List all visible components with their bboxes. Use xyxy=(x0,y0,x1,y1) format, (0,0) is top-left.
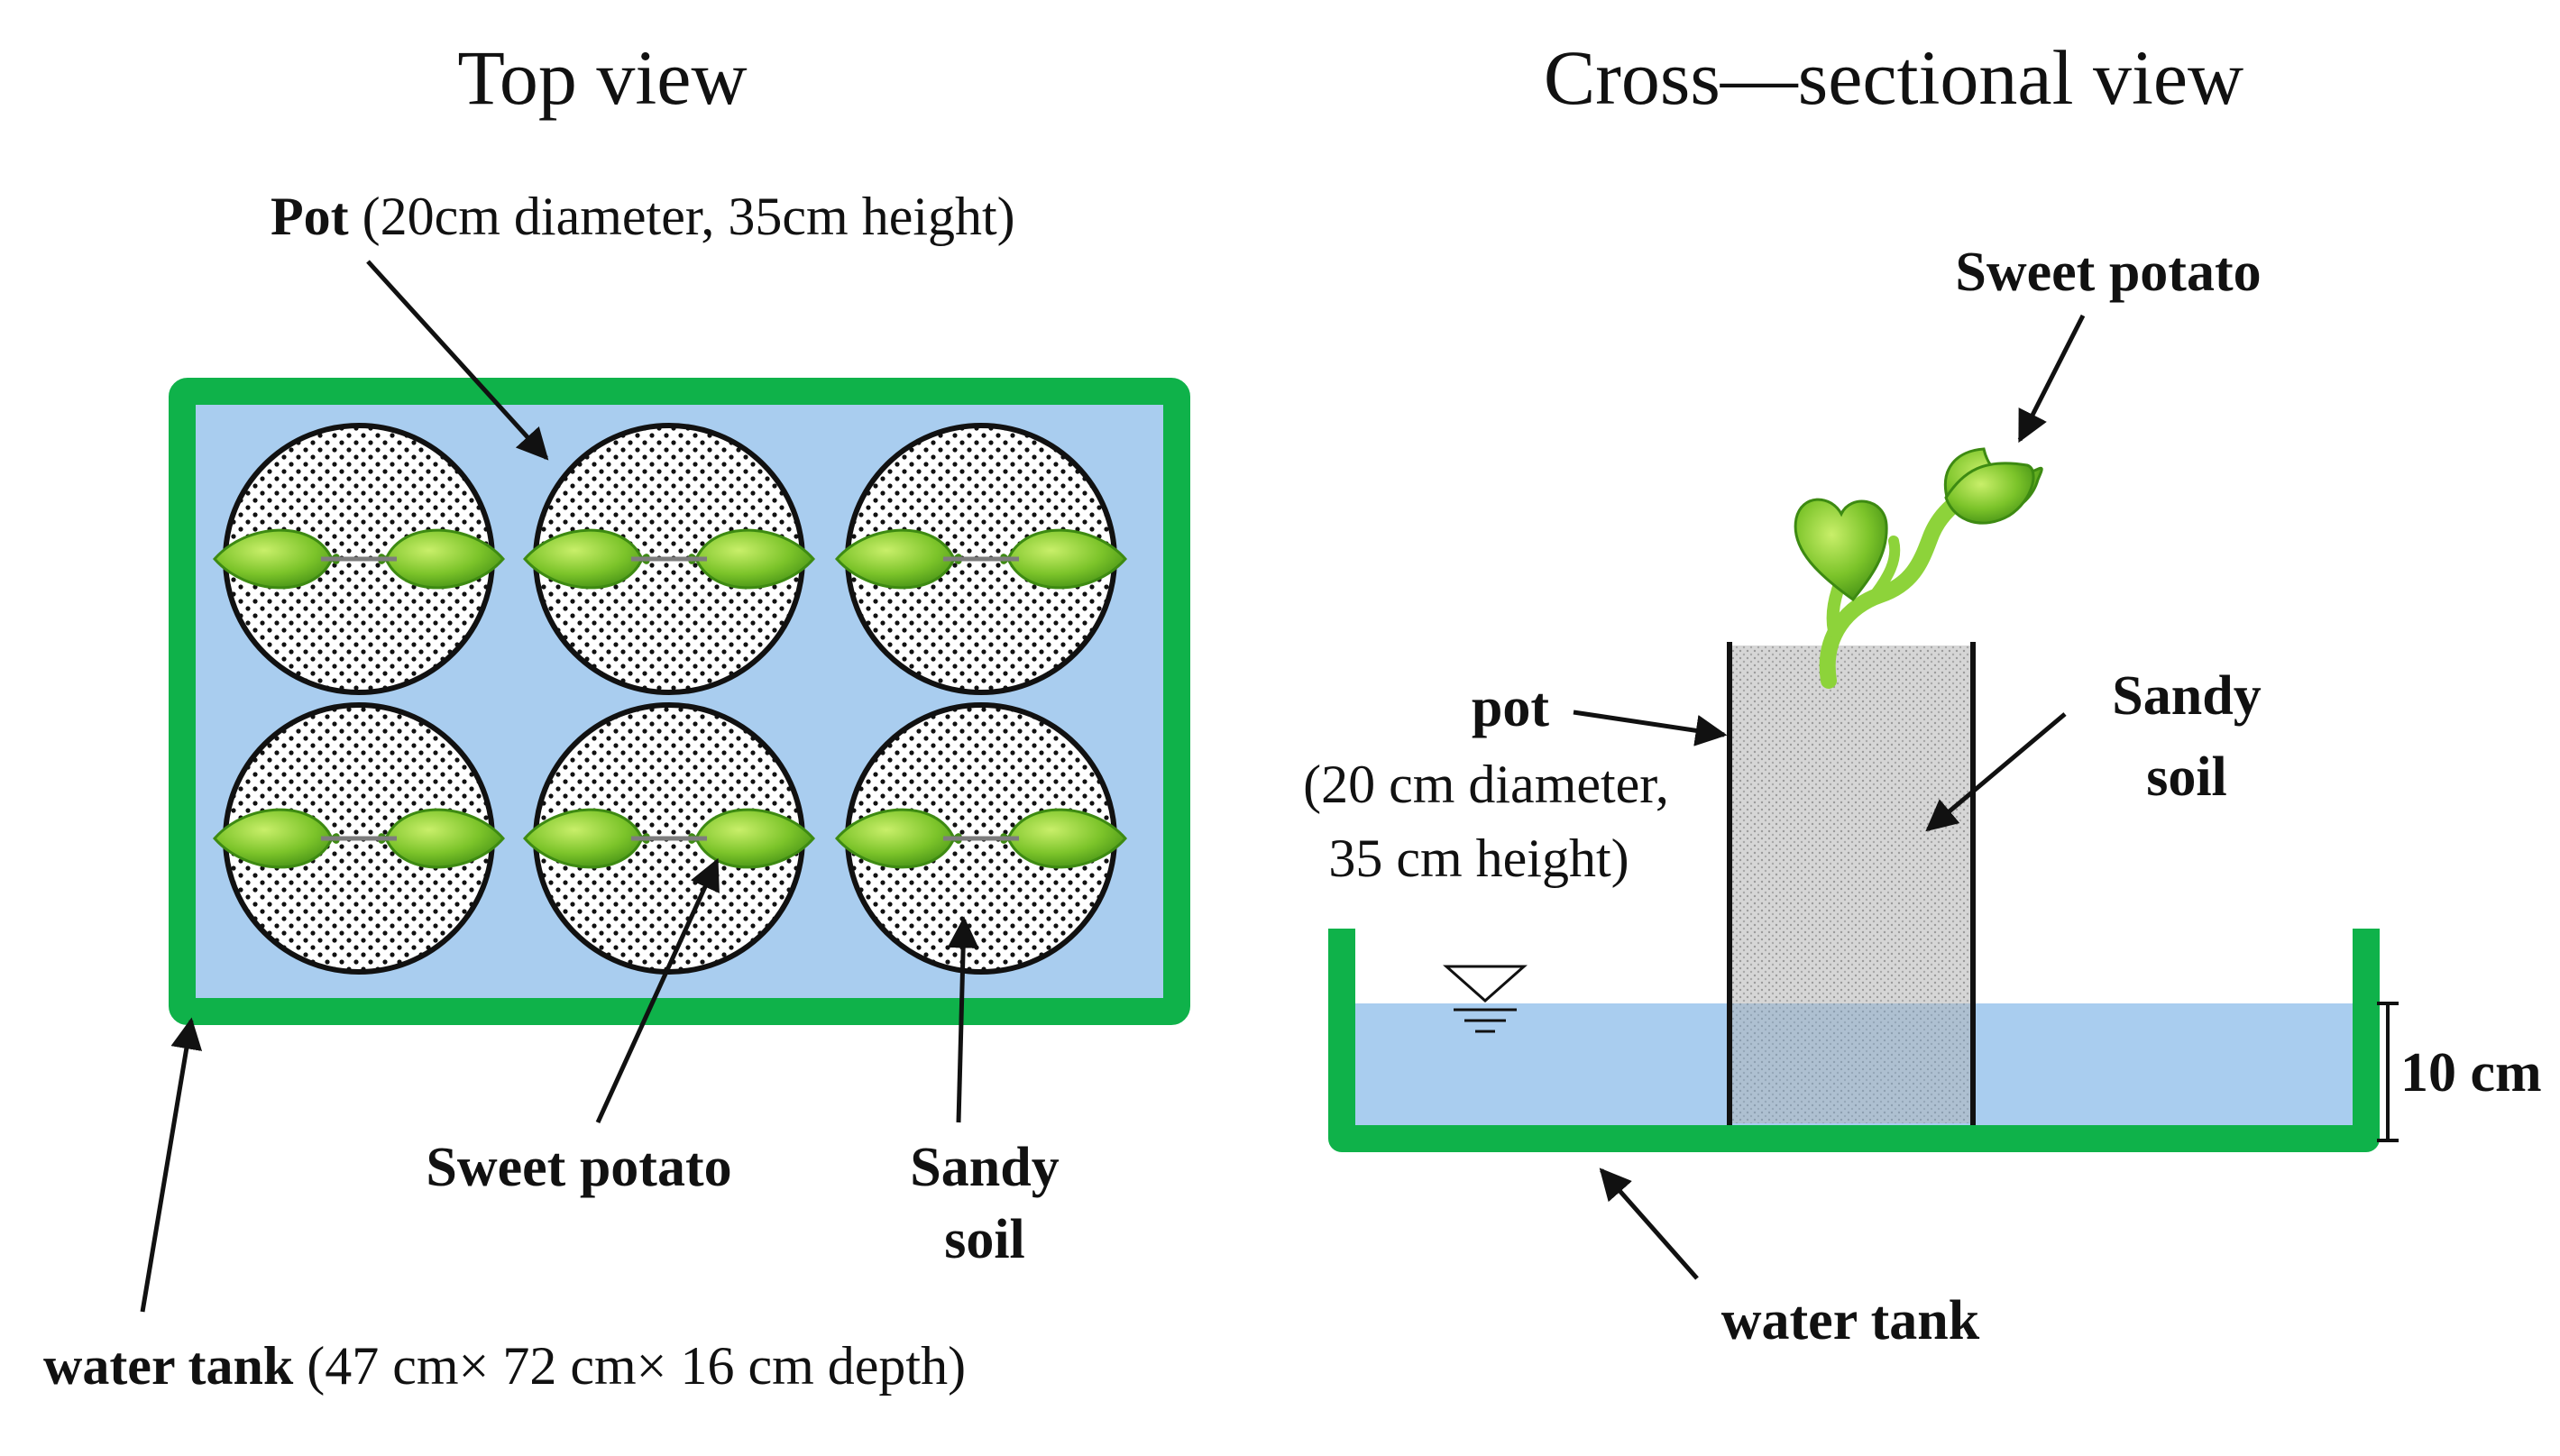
top-water-tank-arrow xyxy=(140,1017,203,1313)
top-leaf-icon xyxy=(688,808,815,869)
water-level-icon xyxy=(1443,965,1528,1033)
sweet-potato-seedling-icon xyxy=(1794,447,2043,689)
cross-water-tank-label: water tank xyxy=(1721,1290,1980,1351)
top-leaf-icon xyxy=(835,528,962,590)
top-sandy-soil-arrow xyxy=(947,916,979,1123)
top-view-title: Top view xyxy=(457,34,747,121)
top-leaf-icon xyxy=(523,808,650,869)
top-pot xyxy=(835,423,1127,695)
top-pot-arrow xyxy=(366,260,549,461)
top-leaf-icon xyxy=(1000,528,1127,590)
cross-sweet-potato-arrow xyxy=(2017,314,2086,444)
cross-water-tank xyxy=(1328,929,2380,1152)
top-sweet-potato-arrow xyxy=(595,857,720,1124)
top-pot xyxy=(213,702,505,975)
cross-depth-label: 10 cm xyxy=(2400,1042,2542,1103)
cross-sandy-soil-arrow xyxy=(1925,712,2067,832)
cross-sandy-soil-label-2: soil xyxy=(2146,746,2227,808)
cross-pot-arrow xyxy=(1573,710,1728,746)
top-leaf-icon xyxy=(688,528,815,590)
top-leaf-icon xyxy=(213,528,340,590)
cross-pot-soil xyxy=(1730,646,1973,1123)
top-leaf-icon xyxy=(378,808,505,869)
top-pot-label: Pot (20cm diameter, 35cm height) xyxy=(271,187,1015,246)
cross-pot-soil-underwater xyxy=(1730,1003,1973,1123)
depth-bracket xyxy=(2377,1002,2399,1142)
top-sandy-soil-label-2: soil xyxy=(944,1209,1025,1270)
top-sandy-soil-label-1: Sandy xyxy=(910,1137,1059,1198)
top-water-tank-label-rest: (47 cm× 72 cm× 16 cm depth) xyxy=(293,1336,966,1396)
top-leaf-icon xyxy=(1000,808,1127,869)
top-leaf-icon xyxy=(378,528,505,590)
cross-pot-dim-line2: 35 cm height) xyxy=(1328,829,1629,888)
top-pot-label-bold: Pot xyxy=(271,187,349,246)
cross-sweet-potato-label: Sweet potato xyxy=(1955,242,2261,303)
top-water-tank-label-bold: water tank xyxy=(43,1336,294,1396)
top-leaf-icon xyxy=(213,808,340,869)
top-pot xyxy=(523,702,815,975)
top-sweet-potato-label: Sweet potato xyxy=(426,1137,731,1198)
top-pot-group xyxy=(213,423,1127,975)
top-leaf-icon xyxy=(523,528,650,590)
top-water-tank-label: water tank (47 cm× 72 cm× 16 cm depth) xyxy=(43,1336,966,1396)
cross-view-title: Cross—sectional view xyxy=(1544,34,2243,121)
top-leaf-icon xyxy=(835,808,962,869)
cross-sandy-soil-label-1: Sandy xyxy=(2112,665,2261,727)
cross-water-tank-arrow xyxy=(1599,1168,1699,1280)
cross-pot-label: pot xyxy=(1472,677,1549,738)
top-pot xyxy=(835,702,1127,975)
cross-pot-dim-line1: (20 cm diameter, xyxy=(1303,755,1669,814)
top-pot xyxy=(523,423,815,695)
top-pot-label-rest: (20cm diameter, 35cm height) xyxy=(349,187,1015,246)
top-pot xyxy=(213,423,505,695)
